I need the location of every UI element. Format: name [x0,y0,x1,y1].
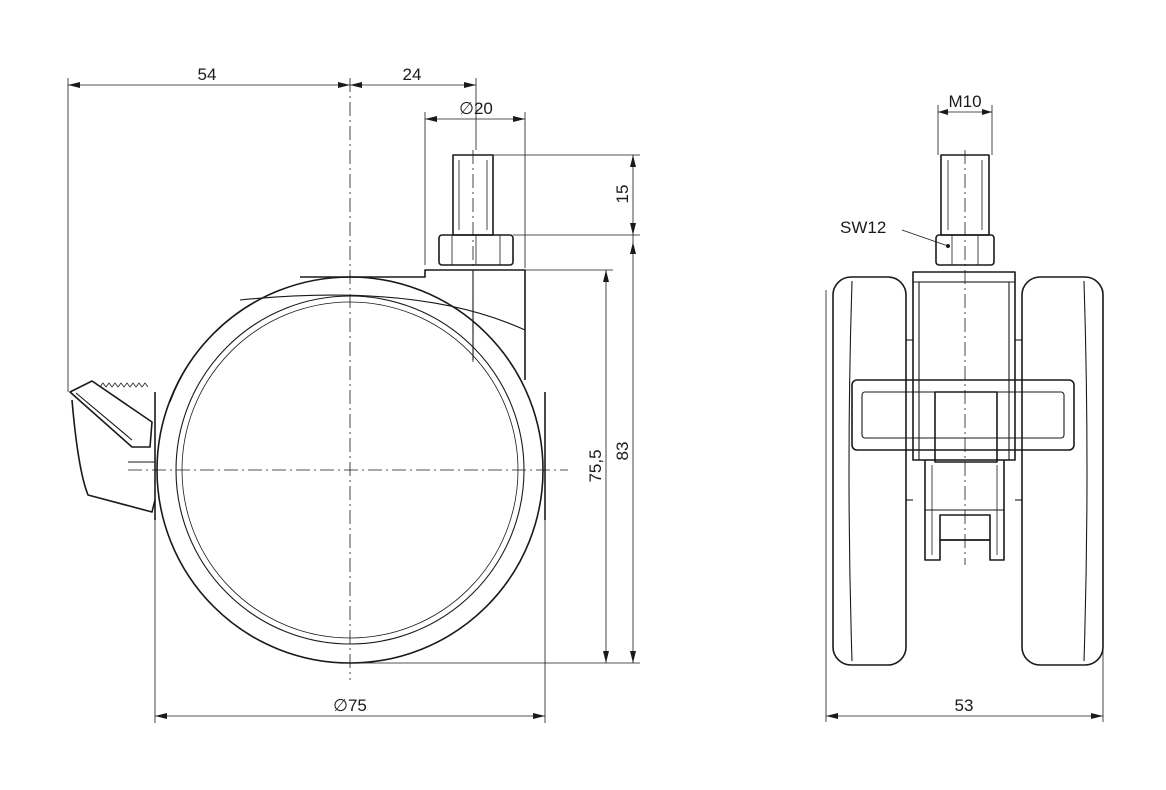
label-thread: M10 [948,92,981,111]
label-total-height: 83 [613,442,632,461]
leader-wrench-size [901,229,950,248]
dim-stem-diameter [424,112,526,268]
label-wheel-width: 53 [955,696,974,715]
dim-thread [937,105,993,155]
label-wheel-diameter: ∅75 [333,696,367,715]
label-stem-diameter: ∅20 [459,99,493,118]
front-view: M10 SW12 53 [825,92,1104,722]
dim-total-height [630,242,636,663]
label-wheel-height: 75,5 [586,449,605,482]
side-brake-pedal [69,380,156,513]
dim-stem-length [493,154,640,242]
dim-wheel-height [350,269,640,664]
side-view: 54 24 ∅20 15 75,5 [67,65,640,723]
front-right-wheel [1015,276,1104,666]
label-width-24: 24 [403,65,422,84]
front-housing [912,271,1016,461]
label-stem-length: 15 [613,185,632,204]
side-stem [438,154,514,266]
side-housing [239,269,526,380]
front-left-wheel [832,276,913,666]
front-brake-mechanism [924,460,1005,561]
label-wrench-size: SW12 [840,218,886,237]
dim-wheel-diameter [154,520,546,723]
dim-wheel-width [825,290,1104,722]
front-brake-bar [851,379,1075,463]
label-width-54: 54 [198,65,217,84]
dim-54-24 [67,78,477,392]
